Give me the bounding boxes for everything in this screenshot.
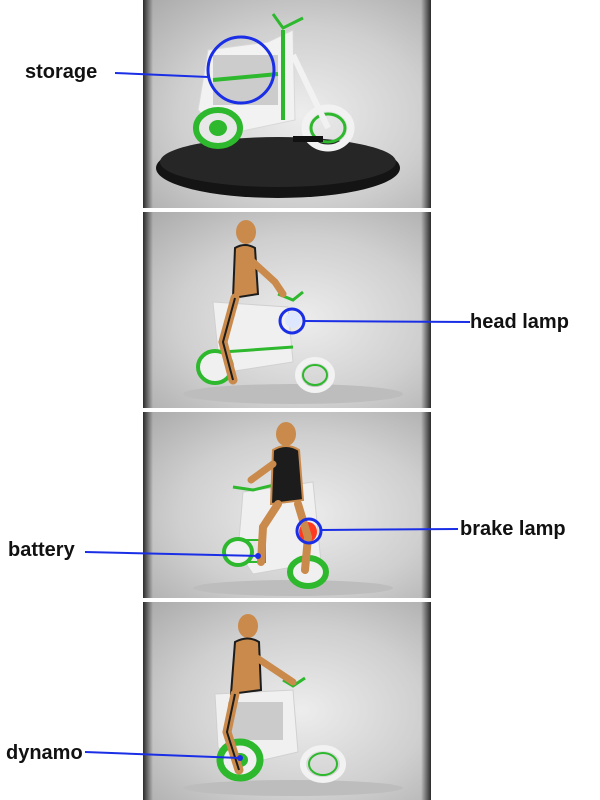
rider-rear-illustration bbox=[193, 422, 393, 596]
rider-head bbox=[238, 614, 258, 638]
rider-head bbox=[236, 220, 256, 244]
storage-compartment bbox=[228, 702, 283, 740]
front-wheel bbox=[222, 537, 254, 567]
panel-rider-side bbox=[143, 212, 431, 408]
rider-torso bbox=[269, 445, 305, 506]
handlebar bbox=[271, 13, 304, 30]
rider-leg bbox=[257, 500, 282, 566]
panel-bike-on-stand bbox=[143, 0, 431, 208]
panel-rider-pedaling bbox=[143, 602, 431, 800]
front-wheel bbox=[301, 104, 355, 152]
front-wheel bbox=[295, 357, 335, 393]
rider-torso bbox=[231, 244, 260, 300]
handlebar bbox=[282, 676, 306, 688]
rider-side-illustration bbox=[183, 220, 403, 404]
rider-pedaling-illustration bbox=[183, 614, 403, 796]
label-storage: storage bbox=[25, 61, 98, 83]
head-lamp bbox=[285, 312, 301, 328]
rider-torso bbox=[229, 637, 263, 696]
handlebar bbox=[232, 482, 279, 492]
panel-rider-rear bbox=[143, 412, 431, 598]
front-wheel bbox=[300, 745, 346, 783]
label-head-lamp: head lamp bbox=[470, 311, 569, 333]
label-dynamo: dynamo bbox=[6, 742, 83, 764]
rider-head bbox=[276, 422, 296, 446]
bike-stand-illustration bbox=[156, 13, 400, 198]
label-battery: battery bbox=[8, 539, 75, 561]
label-brake-lamp: brake lamp bbox=[460, 518, 566, 540]
